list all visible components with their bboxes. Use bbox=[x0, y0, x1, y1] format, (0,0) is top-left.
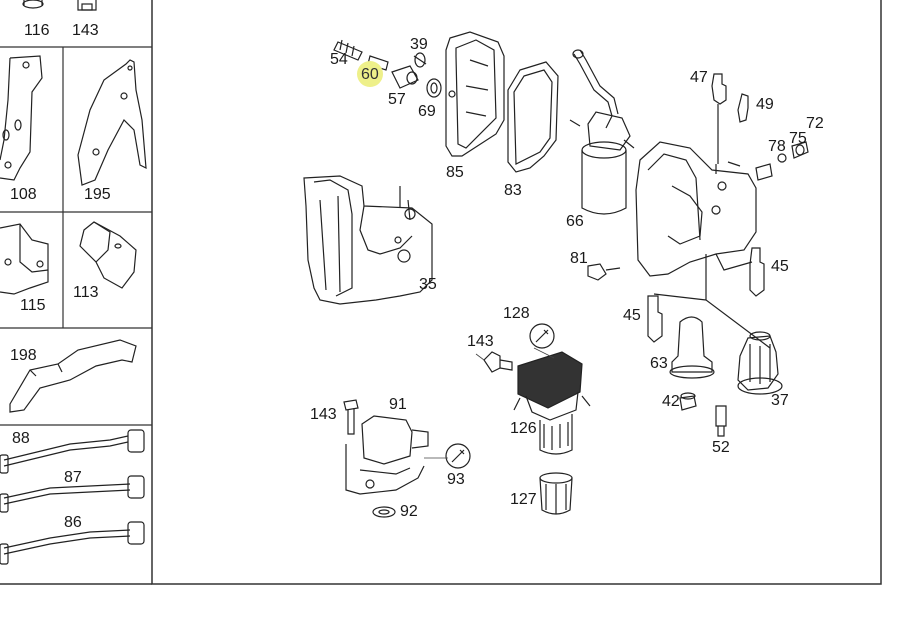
part-93-wrench-drawing bbox=[445, 443, 471, 469]
part-label-87[interactable]: 87 bbox=[64, 469, 82, 486]
part-113-drawing bbox=[79, 221, 137, 289]
part-label-116[interactable]: 116 bbox=[24, 22, 50, 39]
part-label-88[interactable]: 88 bbox=[12, 430, 30, 447]
part-115-drawing bbox=[0, 223, 49, 295]
part-75-fitting-drawing bbox=[755, 163, 773, 181]
part-91-unit-drawing bbox=[345, 415, 429, 495]
part-42-plug-drawing bbox=[679, 392, 697, 411]
part-69-seal-drawing bbox=[426, 78, 442, 98]
part-81-plug-drawing bbox=[587, 263, 621, 281]
part-label-115[interactable]: 115 bbox=[20, 297, 46, 314]
part-label-66[interactable]: 66 bbox=[566, 213, 584, 230]
part-78-fitting-drawing bbox=[777, 153, 787, 163]
part-92-washer-drawing bbox=[372, 506, 396, 518]
part-label-113[interactable]: 113 bbox=[73, 284, 99, 301]
part-label-45-lower[interactable]: 45 bbox=[623, 307, 641, 324]
part-label-143[interactable]: 143 bbox=[72, 22, 99, 39]
part-label-81[interactable]: 81 bbox=[570, 250, 588, 267]
part-label-54[interactable]: 54 bbox=[330, 51, 348, 68]
part-195-drawing bbox=[77, 59, 147, 186]
part-143-bolt-drawing bbox=[77, 0, 97, 11]
part-label-60[interactable]: 60 bbox=[361, 66, 379, 83]
part-72-fitting-drawing bbox=[791, 141, 809, 159]
part-label-143-mid[interactable]: 143 bbox=[467, 333, 494, 350]
part-label-69[interactable]: 69 bbox=[418, 103, 436, 120]
part-86-cable-drawing bbox=[0, 521, 145, 565]
part-198-drawing bbox=[9, 339, 137, 413]
part-85-cover-drawing bbox=[445, 31, 505, 157]
part-39-fitting-drawing bbox=[413, 52, 427, 68]
part-label-75[interactable]: 75 bbox=[789, 130, 807, 147]
part-label-57[interactable]: 57 bbox=[388, 91, 406, 108]
part-66-filter-drawing bbox=[569, 49, 635, 215]
part-127-filter-drawing bbox=[539, 472, 573, 515]
part-49-sensor-drawing bbox=[737, 93, 749, 123]
part-label-39[interactable]: 39 bbox=[410, 36, 428, 53]
part-label-37[interactable]: 37 bbox=[771, 392, 789, 409]
part-108-drawing bbox=[0, 55, 43, 181]
part-label-92[interactable]: 92 bbox=[400, 503, 418, 520]
part-54-fitting-drawing bbox=[333, 39, 363, 61]
part-143-bolt-lower-drawing bbox=[343, 399, 359, 435]
part-label-49[interactable]: 49 bbox=[756, 96, 774, 113]
part-45-plug-a-drawing bbox=[749, 247, 765, 297]
highlight-marker bbox=[357, 61, 383, 87]
part-label-63[interactable]: 63 bbox=[650, 355, 668, 372]
part-label-35[interactable]: 35 bbox=[419, 276, 437, 293]
part-label-86[interactable]: 86 bbox=[64, 514, 82, 531]
part-126-unit-drawing bbox=[513, 351, 591, 455]
part-label-85[interactable]: 85 bbox=[446, 164, 464, 181]
part-47-sensor-drawing bbox=[711, 73, 727, 164]
part-37-pump-drawing bbox=[737, 331, 783, 395]
left-catalog-grid bbox=[0, 46, 152, 426]
part-label-91[interactable]: 91 bbox=[389, 396, 407, 413]
part-label-78[interactable]: 78 bbox=[768, 138, 786, 155]
part-128-wrench-drawing bbox=[529, 323, 555, 349]
part-label-42[interactable]: 42 bbox=[662, 393, 680, 410]
part-label-72[interactable]: 72 bbox=[806, 115, 824, 132]
part-label-128[interactable]: 128 bbox=[503, 305, 530, 322]
part-label-108[interactable]: 108 bbox=[10, 186, 37, 203]
part-label-47[interactable]: 47 bbox=[690, 69, 708, 86]
diagram-frame bbox=[151, 0, 882, 585]
part-label-127[interactable]: 127 bbox=[510, 491, 537, 508]
part-116-drawing bbox=[22, 0, 44, 9]
part-52-bolt-drawing bbox=[715, 405, 727, 437]
part-label-198[interactable]: 198 bbox=[10, 347, 37, 364]
part-label-52[interactable]: 52 bbox=[712, 439, 730, 456]
part-88-cable-drawing bbox=[0, 429, 145, 474]
part-63-cap-drawing bbox=[669, 316, 715, 379]
part-83-gasket-drawing bbox=[507, 61, 559, 173]
part-label-126[interactable]: 126 bbox=[510, 420, 537, 437]
part-label-83[interactable]: 83 bbox=[504, 182, 522, 199]
leader-lines bbox=[424, 347, 555, 459]
part-label-195[interactable]: 195 bbox=[84, 186, 111, 203]
part-heater-assembly-drawing bbox=[635, 141, 771, 349]
part-87-cable-drawing bbox=[0, 475, 145, 513]
part-143-bolt-mid-drawing bbox=[483, 351, 513, 373]
part-label-45[interactable]: 45 bbox=[771, 258, 789, 275]
part-label-143-lower[interactable]: 143 bbox=[310, 406, 337, 423]
part-45-plug-b-drawing bbox=[647, 295, 663, 343]
part-35-heater-drawing bbox=[303, 175, 433, 305]
part-label-93[interactable]: 93 bbox=[447, 471, 465, 488]
part-57-fitting-drawing bbox=[391, 65, 419, 89]
